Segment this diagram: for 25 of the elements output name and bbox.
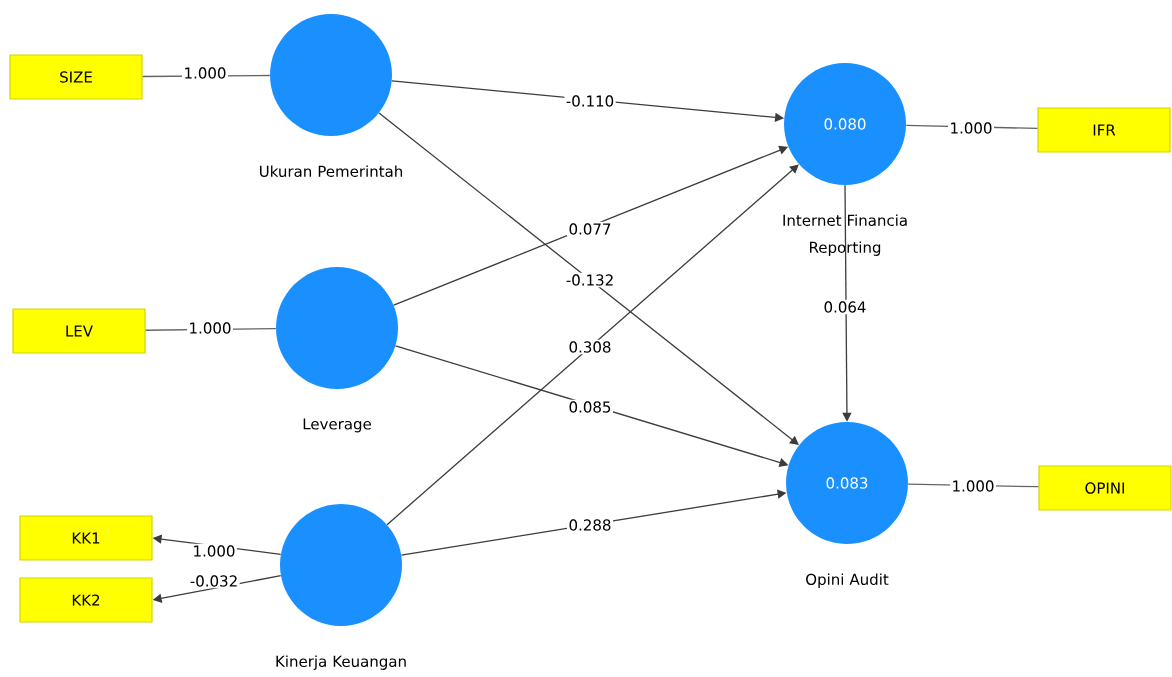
node-label: Leverage	[303, 418, 371, 433]
edge-label: 0.085	[567, 399, 613, 415]
edge-label: 1.000	[950, 478, 996, 494]
edge-label: 1.000	[187, 320, 233, 336]
indicator-box: OPINI	[1038, 465, 1172, 511]
node-label: Kinerja Keuangan	[276, 655, 406, 670]
node-label: Ukuran Pemerintah	[260, 165, 403, 178]
edge-label: -0.110	[564, 93, 616, 109]
edge-label: -0.032	[188, 573, 240, 589]
indicator-box: LEV	[12, 308, 146, 354]
edge-label: 0.077	[567, 221, 613, 237]
arrow	[378, 112, 799, 445]
edge-label: -0.132	[564, 272, 616, 288]
indicator-box: KK2	[19, 577, 153, 623]
arrow	[386, 164, 799, 526]
indicator-box: SIZE	[9, 54, 143, 100]
indicator-box: IFR	[1037, 107, 1171, 153]
edge-label: 0.308	[567, 339, 613, 355]
edge-label: 1.000	[191, 543, 237, 559]
edge-label: 1.000	[948, 120, 994, 136]
edge-label: 0.064	[822, 299, 868, 315]
node-label: Opini Audit	[806, 573, 889, 588]
edge-label: 1.000	[182, 65, 228, 81]
indicator-box: KK1	[19, 515, 153, 561]
edge-label: 0.288	[567, 517, 613, 533]
